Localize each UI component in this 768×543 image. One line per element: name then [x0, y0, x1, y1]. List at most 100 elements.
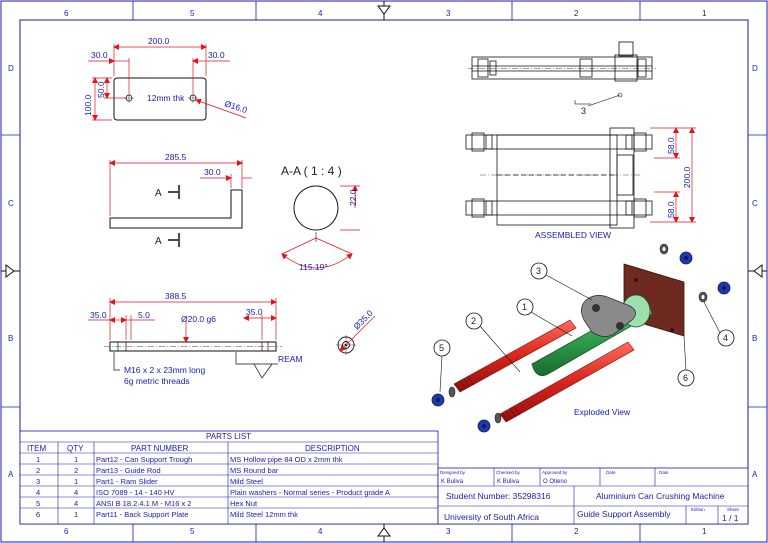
- edition-label: Edition: [691, 507, 705, 512]
- sheet-label: Sheet: [727, 507, 740, 512]
- table-row: 4 4 ISO 7089 - 14 - 140 HV Plain washers…: [36, 488, 390, 497]
- parts-list: PARTS LIST ITEM QTY PART NUMBER DESCRIPT…: [19, 430, 439, 525]
- table-row: 2 2 Part13 - Guide Rod MS Round bar: [36, 466, 279, 475]
- guide-rod-part-upper: [453, 319, 577, 393]
- cell-item: 6: [36, 510, 40, 519]
- cell-part-number: Part13 - Guide Rod: [96, 466, 161, 475]
- cell-item: 4: [36, 488, 40, 497]
- cell-part-number: ANSI B 18.2.4.1 M - M16 x 2: [96, 499, 191, 508]
- cell-description: Plain washers - Normal series - Product …: [230, 488, 390, 497]
- zone-top-5: 5: [190, 9, 195, 18]
- rod-view: 388.5 35.0 5.0 Ø20.0 g6 35.0 REAM M16 x …: [88, 291, 376, 386]
- zone-top-4: 4: [318, 9, 323, 18]
- cell-part-number: ISO 7089 - 14 - 140 HV: [96, 488, 174, 497]
- rod-dim-overall: 388.5: [165, 291, 187, 301]
- rod-dim-step: 5.0: [138, 310, 150, 320]
- zone-right-b: B: [752, 334, 757, 343]
- assembled-view: 3 58.0 200.0 58.0 ASSEMBLED VIEW: [465, 41, 696, 240]
- student-number: Student Number: 35298316: [446, 491, 551, 501]
- zone-bottom-6: 6: [64, 527, 69, 536]
- zone-left-a: A: [8, 470, 14, 479]
- cell-qty: 1: [74, 455, 78, 464]
- section-dim-radius: 22.0: [348, 189, 358, 206]
- hex-nuts: [431, 251, 731, 433]
- zone-left-b: B: [8, 334, 13, 343]
- zone-left-d: D: [8, 64, 14, 73]
- plate-view: 200.0 30.0 30.0 100.0 50.0 12mm thk Ø16.…: [83, 36, 249, 121]
- zone-top-1: 1: [702, 9, 707, 18]
- cell-description: Mild Steel 12mm thk: [230, 510, 298, 519]
- zone-bottom-1: 1: [702, 527, 707, 536]
- trough-dim-length: 285.5: [165, 152, 187, 162]
- zone-labels-right: D C B A: [752, 64, 758, 479]
- col-header-description: DESCRIPTION: [305, 444, 360, 453]
- checked-by: K Buliva: [497, 479, 520, 485]
- plate-dim-hole-dia: Ø16.0: [223, 98, 248, 115]
- section-marker-a-top: A: [155, 188, 162, 199]
- date-label-2: Date: [659, 470, 669, 475]
- parts-list-title: PARTS LIST: [206, 432, 251, 441]
- designed-by-label: Designed by: [440, 470, 466, 475]
- section-title: A-A ( 1 : 4 ): [281, 164, 342, 178]
- cell-item: 1: [36, 455, 40, 464]
- rod-thread-note-2: 6g metric threads: [124, 376, 190, 386]
- project-title: Aluminium Can Crushing Machine: [596, 491, 725, 501]
- zone-left-c: C: [8, 199, 14, 208]
- exploded-balloon-6: 6: [683, 373, 688, 383]
- exploded-balloon-2: 2: [471, 316, 476, 326]
- zone-bottom-3: 3: [446, 527, 451, 536]
- rod-dim-left: 35.0: [90, 310, 107, 320]
- cell-item: 2: [36, 466, 40, 475]
- checked-by-label: Checked by: [496, 470, 521, 475]
- exploded-balloon-1: 1: [522, 302, 527, 312]
- table-row: 5 4 ANSI B 18.2.4.1 M - M16 x 2 Hex Nut: [36, 499, 258, 508]
- assembled-dim-lower: 58.0: [666, 201, 676, 218]
- zone-right-a: A: [752, 470, 758, 479]
- guide-rod-part-lower: [499, 341, 635, 423]
- zone-top-6: 6: [64, 9, 69, 18]
- assembled-dim-upper: 58.0: [666, 137, 676, 154]
- zone-labels-bottom: 6 5 4 3 2 1: [64, 527, 707, 536]
- col-header-qty: QTY: [67, 444, 84, 453]
- assembled-dim-total: 200.0: [682, 166, 692, 188]
- cell-part-number: Part12 - Can Support Trough: [96, 455, 192, 464]
- zone-labels-top: 6 5 4 3 2 1: [64, 9, 707, 18]
- exploded-balloon-5: 5: [439, 343, 444, 353]
- drawing-title: Guide Support Assembly: [577, 509, 671, 519]
- zone-top-3: 3: [446, 9, 451, 18]
- cell-qty: 2: [74, 466, 78, 475]
- cell-description: Mild Steel: [230, 477, 263, 486]
- col-header-item: ITEM: [27, 444, 46, 453]
- exploded-view: 1 2 3 4 5 6 Exploded View: [431, 243, 735, 433]
- sheet-value: 1 / 1: [722, 513, 739, 523]
- approved-by-label: Approved by: [542, 470, 568, 475]
- cell-part-number: Part11 - Back Support Plate: [96, 510, 188, 519]
- rod-dim-right: 35.0: [246, 307, 263, 317]
- exploded-balloon-4: 4: [723, 333, 728, 343]
- table-row: 6 1 Part11 - Back Support Plate Mild Ste…: [36, 510, 298, 519]
- cell-qty: 1: [74, 510, 78, 519]
- university: University of South Africa: [444, 512, 539, 522]
- exploded-view-label: Exploded View: [574, 407, 631, 417]
- zone-top-2: 2: [574, 9, 579, 18]
- zone-labels-left: D C B A: [8, 64, 14, 479]
- assembled-balloon-3: 3: [581, 106, 586, 116]
- plate-thickness-note: 12mm thk: [147, 93, 185, 103]
- plate-dim-edge-right: 30.0: [208, 50, 225, 60]
- plate-dim-height: 100.0: [83, 94, 93, 116]
- cell-description: MS Round bar: [230, 466, 279, 475]
- cell-description: MS Hollow pipe 84 OD x 2mm thk: [230, 455, 343, 464]
- cell-description: Hex Nut: [230, 499, 258, 508]
- rod-thread-note-1: M16 x 2 x 23mm long: [124, 365, 206, 375]
- plate-dim-width: 200.0: [148, 36, 170, 46]
- title-block: Designed by Checked by Approved by Date …: [437, 467, 749, 525]
- cell-item: 5: [36, 499, 40, 508]
- cell-item: 3: [36, 477, 40, 486]
- section-dim-angle: 115.19°: [299, 262, 328, 272]
- trough-view: 285.5 30.0 A A: [109, 152, 252, 247]
- designed-by: K Buliva: [441, 479, 464, 485]
- zone-right-d: D: [752, 64, 758, 73]
- rod-dim-diameter: Ø20.0 g6: [181, 314, 216, 324]
- exploded-balloon-3: 3: [536, 266, 541, 276]
- zone-bottom-2: 2: [574, 527, 579, 536]
